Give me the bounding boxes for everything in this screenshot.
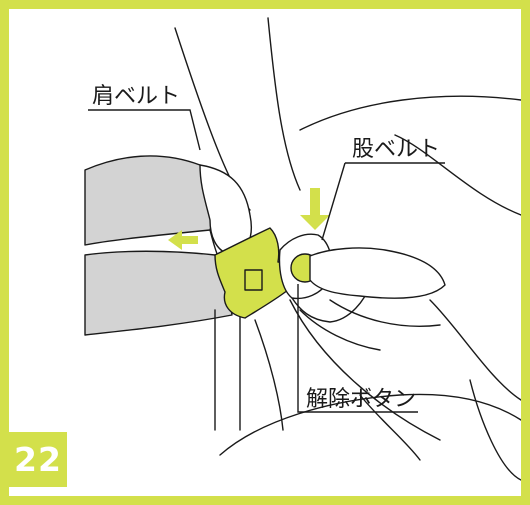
shoulder-belt-leader bbox=[88, 109, 201, 151]
shoulder-strap bbox=[84, 155, 214, 246]
arrow-left-icon bbox=[168, 230, 198, 250]
crotch-belt-label: 股ベルト bbox=[352, 137, 441, 162]
torso-outline-2 bbox=[267, 17, 301, 191]
arrow-down-icon bbox=[300, 188, 330, 230]
release-button-label: 解除ボタン bbox=[306, 387, 417, 412]
step-number-badge: 22 bbox=[9, 432, 67, 487]
crotch-belt-leader bbox=[321, 162, 445, 241]
release-button-leader bbox=[297, 284, 418, 413]
pressing-hand bbox=[309, 247, 446, 299]
shoulder-belt-label: 肩ベルト bbox=[92, 84, 181, 109]
